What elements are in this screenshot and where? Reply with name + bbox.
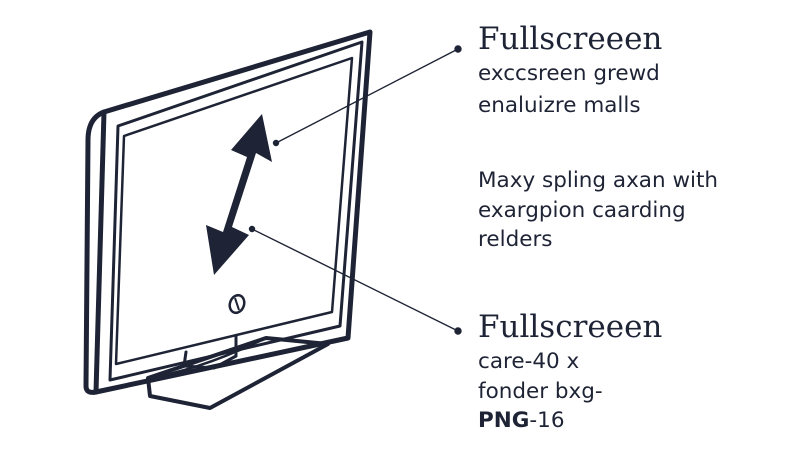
- callout-line: Maxy spling axan with: [478, 168, 719, 193]
- callout-fullscreen-top: Fullscreeen exccsreen grewd enaluizre ma…: [478, 24, 662, 126]
- callout-title: Fullscreeen: [478, 21, 663, 57]
- monitor-icon: [83, 29, 373, 410]
- format-label: PNG: [478, 408, 530, 433]
- callout-line: enaluizre malls: [478, 92, 641, 118]
- callout-fullscreen-bottom: Fullscreeen care-40 x fonder bxg- PNG-16: [478, 312, 662, 440]
- diagonal-resize-arrow-icon: [206, 114, 272, 275]
- callout-leaders: [248, 45, 462, 335]
- callout-line: exccsreen grewd: [478, 61, 660, 86]
- callout-line: fonder bxg-: [478, 378, 603, 404]
- power-button-icon: [228, 293, 246, 315]
- callout-line: exargpion caarding: [478, 197, 686, 223]
- callout-line: relders: [478, 227, 553, 252]
- callout-title: Fullscreeen: [478, 309, 663, 345]
- callout-description: Maxy spling axan with exargpion caarding…: [478, 170, 718, 259]
- format-size: -16: [529, 408, 565, 433]
- callout-line: care-40 x: [478, 349, 580, 374]
- callout-format-line: PNG-16: [478, 410, 662, 432]
